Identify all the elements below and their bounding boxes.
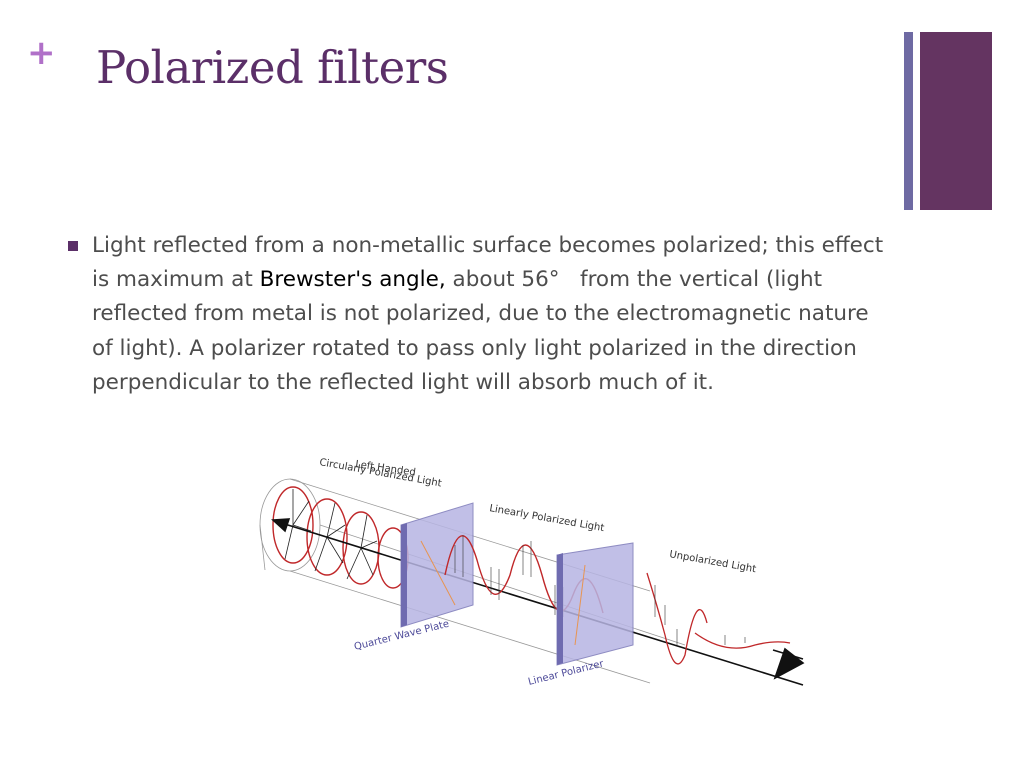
label-unpolarized: Unpolarized Light bbox=[668, 549, 756, 575]
linear-polarizer bbox=[556, 542, 634, 666]
label-linearly-polarized: Linearly Polarized Light bbox=[488, 503, 605, 534]
bullet-text-part1: Light reflected from a non-metallic surf… bbox=[92, 233, 884, 293]
unpolarized-wave bbox=[646, 572, 791, 665]
plus-icon: + bbox=[27, 33, 56, 73]
circular-wave bbox=[272, 486, 409, 589]
bullet-text-part2: about 56° from the vertical (light refle… bbox=[92, 267, 869, 395]
circular-wave-vectors bbox=[284, 489, 378, 580]
quarter-wave-plate bbox=[400, 502, 474, 628]
polarization-diagram: Left Handed Circularly Polarized Light L… bbox=[259, 457, 805, 688]
bullet-marker bbox=[68, 241, 78, 251]
brewster-angle-link[interactable]: Brewster's angle, bbox=[259, 267, 446, 293]
accent-bar-thin bbox=[904, 32, 913, 210]
slide-title: Polarized filters bbox=[96, 41, 449, 94]
bullet-text: Light reflected from a non-metallic surf… bbox=[92, 229, 892, 400]
propagation-axis bbox=[271, 518, 805, 686]
linear-wave-hatch bbox=[454, 535, 564, 617]
accent-bar-thick bbox=[920, 32, 992, 210]
unpolarized-hatch bbox=[654, 585, 746, 645]
